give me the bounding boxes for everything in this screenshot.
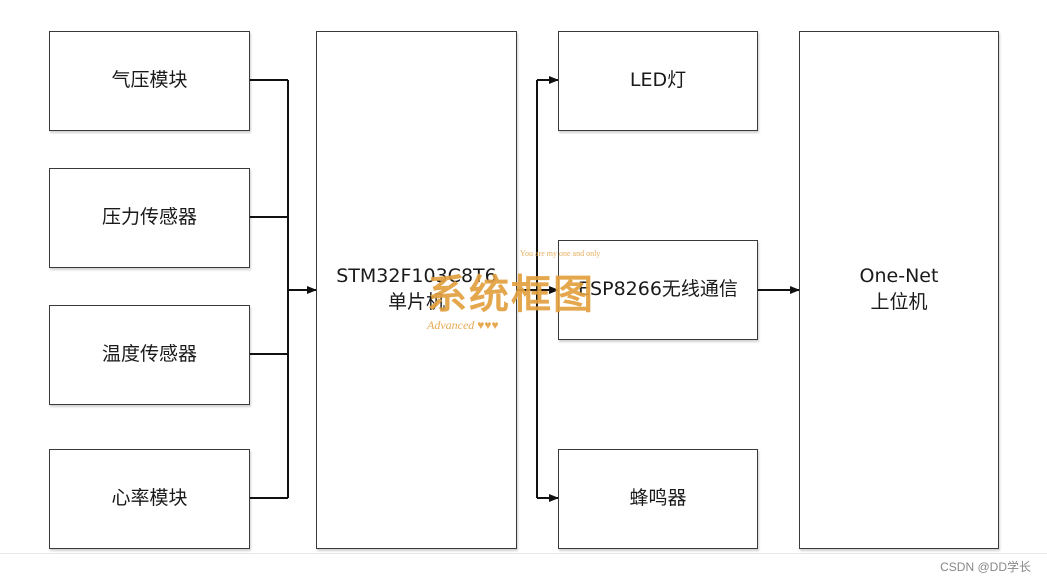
led-label: LED灯	[629, 69, 687, 92]
buzzer-block: 蜂鸣器	[558, 449, 758, 549]
temperature-sensor-label: 温度传感器	[101, 343, 197, 366]
led-block: LED灯	[558, 31, 758, 131]
watermark-subtitle: You are my one and only	[520, 249, 601, 258]
mcu-label: STM32F103C8T6 单片机	[336, 265, 497, 313]
host-block: One-Net 上位机	[799, 31, 999, 549]
buzzer-label: 蜂鸣器	[629, 487, 687, 510]
temperature-sensor-block: 温度传感器	[49, 305, 250, 405]
wifi-label: ESP8266无线通信	[578, 278, 738, 301]
footer-divider	[0, 553, 1047, 554]
host-label: One-Net 上位机	[859, 265, 939, 313]
watermark-advanced: Advanced ♥♥♥	[427, 318, 499, 332]
pressure-module-block: 气压模块	[49, 31, 250, 131]
credit-text: CSDN @DD学长	[940, 560, 1031, 574]
pressure-module-label: 气压模块	[111, 69, 188, 92]
heart-rate-module-label: 心率模块	[111, 487, 188, 510]
heart-rate-module-block: 心率模块	[49, 449, 250, 549]
mcu-block: STM32F103C8T6 单片机	[316, 31, 517, 549]
pressure-sensor-label: 压力传感器	[101, 206, 197, 229]
pressure-sensor-block: 压力传感器	[49, 168, 250, 268]
wifi-block: ESP8266无线通信	[558, 240, 758, 340]
